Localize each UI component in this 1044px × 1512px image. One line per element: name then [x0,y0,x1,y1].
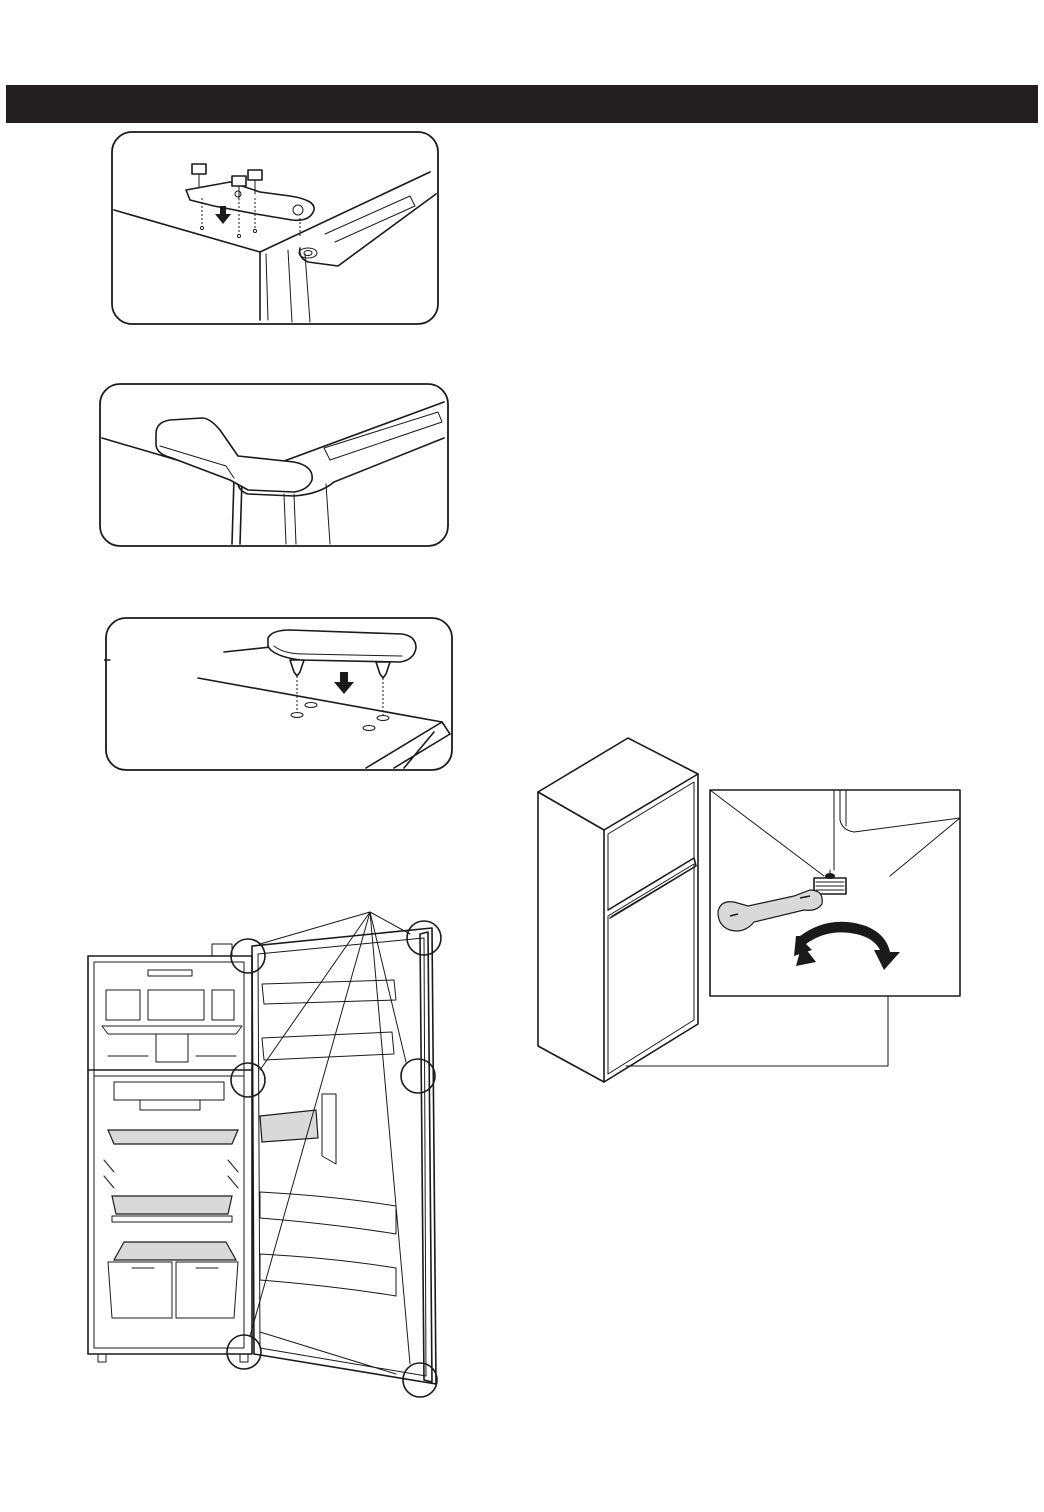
leveling-foot-figure [534,730,964,1090]
pin-cover-figure [104,616,454,772]
hinge-bolts-illustration [110,130,440,326]
top-hinge-figure [110,130,440,326]
pin-cover-illustration [104,616,454,772]
open-refrigerator-figure [84,904,444,1404]
refrigerator-leveling-illustration [534,730,964,1090]
open-refrigerator-illustration [84,904,444,1404]
section-header-bar [6,85,1038,123]
hinge-cover-figure [98,382,450,548]
hinge-cover-illustration [98,382,450,548]
